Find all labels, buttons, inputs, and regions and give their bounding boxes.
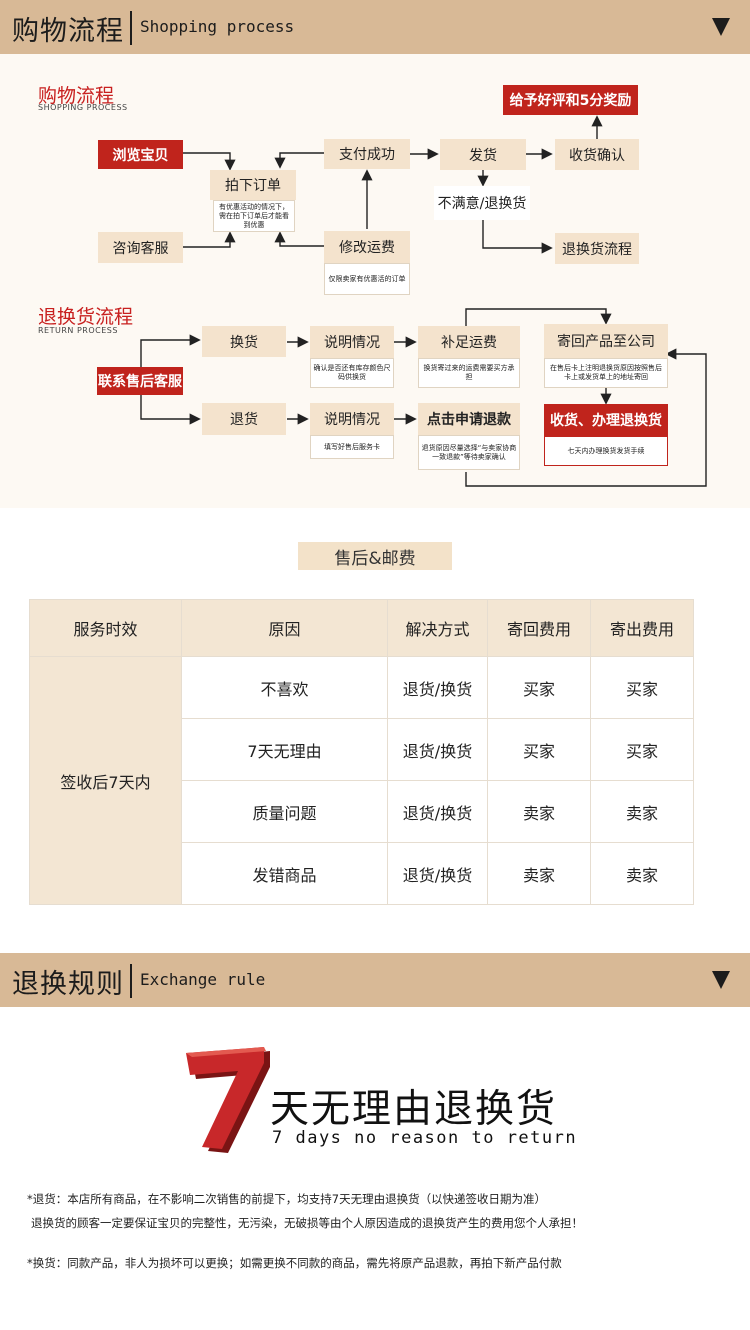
returns-title: 退换货流程: [38, 306, 134, 328]
section-header-shopping: 购物流程 Shopping process: [0, 0, 750, 54]
row-send-fee: 买家: [590, 718, 694, 781]
header-title-en: Shopping process: [140, 17, 295, 36]
table-header: 原因: [181, 599, 388, 657]
chevron-down-icon[interactable]: [712, 971, 730, 989]
flow-exchange: 换货: [202, 326, 286, 357]
row-solution: 退货/换货: [387, 780, 488, 843]
row-send-fee: 买家: [590, 656, 694, 719]
shopping-subtitle: SHOPPING PROCESS: [38, 103, 128, 112]
flow-order: 拍下订单: [210, 170, 296, 200]
table-header-row: 服务时效 原因 解决方式 寄回费用 寄出费用: [29, 599, 694, 657]
rule-return: *退货：本店所有商品，在不影响二次销售的前提下，均支持7天无理由退换货（以快递签…: [27, 1192, 547, 1206]
table-header: 寄出费用: [590, 599, 694, 657]
row-return-fee: 买家: [487, 656, 591, 719]
chevron-down-icon[interactable]: [712, 18, 730, 36]
flow-explain1: 说明情况: [310, 326, 394, 358]
flow-apply-note: 退货原因尽量选择“与卖家协商一致退款”等待卖家确认: [418, 435, 520, 470]
flow-freight-note: 换货寄过来的运费需要买方承担: [418, 358, 520, 388]
flow-unsatisfied: 不满意/退换货: [434, 186, 530, 220]
returns-subtitle: RETURN PROCESS: [38, 326, 118, 335]
rule-return-detail: 退换货的顾客一定要保证宝贝的完整性，无污染，无破损等由个人原因造成的退换货产生的…: [31, 1216, 583, 1230]
after-sales-table: 服务时效 原因 解决方式 寄回费用 寄出费用 签收后7天内 不喜欢 退货/换货 …: [29, 599, 694, 905]
flow-contact: 联系售后客服: [97, 367, 183, 395]
flow-handle-note: 七天内办理换货发货手续: [544, 436, 668, 466]
after-sales-label: 售后&邮费: [298, 542, 452, 570]
row-return-fee: 卖家: [487, 842, 591, 905]
header-title-cn: 购物流程: [12, 16, 124, 47]
table-header: 服务时效: [29, 599, 182, 657]
row-solution: 退货/换货: [387, 842, 488, 905]
flow-ship: 发货: [440, 139, 526, 170]
section-header-rules: 退换规则 Exchange rule: [0, 953, 750, 1007]
flow-pay: 支付成功: [324, 139, 410, 169]
shopping-title: 购物流程: [38, 85, 115, 107]
flow-consult: 咨询客服: [98, 232, 183, 263]
flow-modify-note: 仅限卖家有优惠活的订单: [324, 263, 410, 295]
rule-exchange: *换货：同款产品，非人为损坏可以更换；如需更换不同款的商品，需先将原产品退款，再…: [27, 1256, 562, 1270]
header-title-en: Exchange rule: [140, 970, 266, 989]
flow-modify: 修改运费: [324, 231, 410, 263]
row-return-fee: 卖家: [487, 780, 591, 843]
seven-digit-graphic: [186, 1047, 270, 1153]
table-row: 7天无理由 退货/换货 买家 买家: [30, 718, 694, 781]
table-row: 发错商品 退货/换货 卖家 卖家: [30, 842, 694, 905]
header-title-cn: 退换规则: [12, 969, 124, 1000]
process-diagram: 购物流程 SHOPPING PROCESS 浏览宝贝 咨询客服 拍下订单 有优惠…: [0, 54, 750, 508]
row-return-fee: 买家: [487, 718, 591, 781]
flow-reward: 给予好评和5分奖励: [503, 85, 638, 115]
seven-days-slogan-en: 7 days no reason to return: [272, 1128, 578, 1148]
row-solution: 退货/换货: [387, 656, 488, 719]
row-reason: 质量问题: [181, 780, 388, 843]
flow-explain1-note: 确认是否还有库存颜色尺码供换货: [310, 358, 394, 388]
row-reason: 不喜欢: [181, 656, 388, 719]
flow-order-note: 有优惠活动的情况下，需在拍下订单后才能看到优惠: [213, 200, 295, 232]
table-row: 签收后7天内 不喜欢 退货/换货 买家 买家: [29, 656, 694, 905]
flow-send-back: 寄回产品至公司: [544, 324, 668, 358]
flow-freight: 补足运费: [418, 326, 520, 358]
row-send-fee: 卖家: [590, 842, 694, 905]
flow-explain2: 说明情况: [310, 403, 394, 435]
flow-explain2-note: 填写好售后服务卡: [310, 435, 394, 459]
flow-handle: 收货、办理退换货: [544, 404, 668, 436]
table-header: 解决方式: [387, 599, 488, 657]
table-header: 寄回费用: [487, 599, 591, 657]
row-reason: 7天无理由: [181, 718, 388, 781]
header-divider: [130, 964, 132, 998]
seven-days-slogan: 天无理由退换货: [270, 1087, 558, 1132]
flow-send-back-note: 在售后卡上注明退换货原因按照售后卡上或发货单上的地址寄回: [544, 358, 668, 388]
row-send-fee: 卖家: [590, 780, 694, 843]
flow-connectors: [140, 115, 707, 487]
table-row: 质量问题 退货/换货 卖家 卖家: [30, 780, 694, 843]
flow-refund: 退货: [202, 403, 286, 435]
service-period: 签收后7天内: [29, 656, 182, 905]
flow-browse: 浏览宝贝: [98, 140, 183, 169]
seven-days-logo: [178, 1045, 274, 1161]
flow-apply: 点击申请退款: [418, 403, 520, 435]
row-reason: 发错商品: [181, 842, 388, 905]
row-solution: 退货/换货: [387, 718, 488, 781]
flow-receive: 收货确认: [555, 139, 639, 170]
flow-return: 退换货流程: [555, 233, 639, 264]
header-divider: [130, 11, 132, 45]
